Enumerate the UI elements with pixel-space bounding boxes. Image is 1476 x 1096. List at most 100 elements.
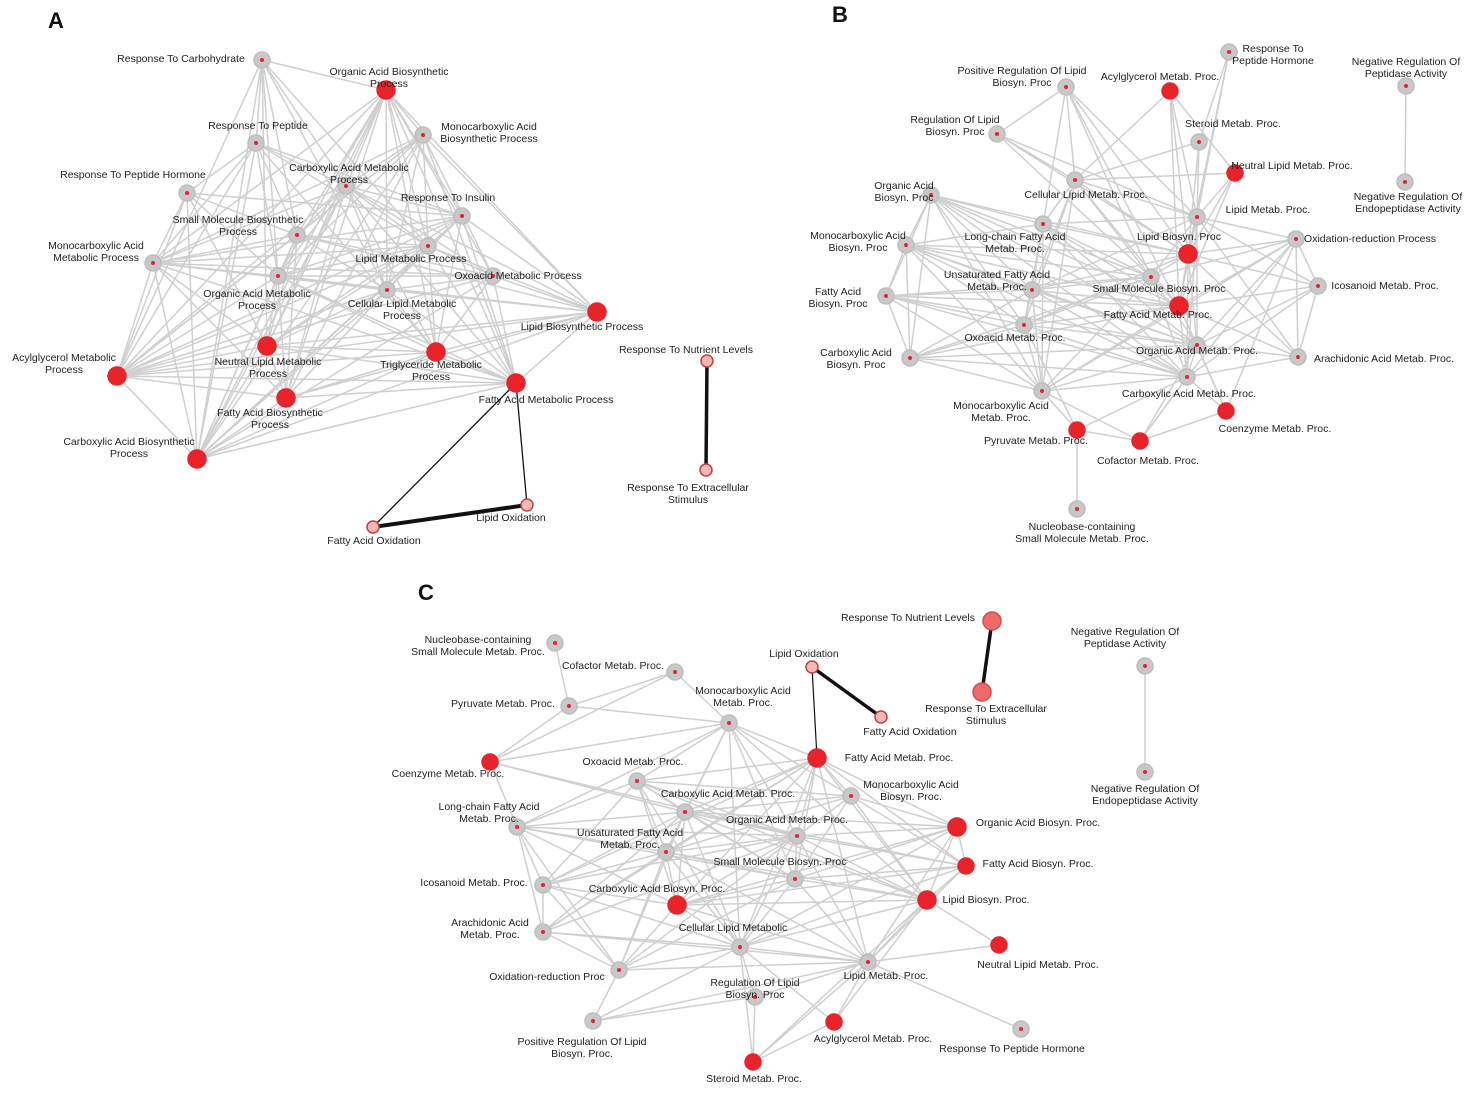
edge xyxy=(277,215,463,277)
node-center-dot xyxy=(738,945,742,949)
edge xyxy=(676,757,818,906)
edge xyxy=(618,946,741,971)
node-label-line: Carboxylic Acid Biosynthetic xyxy=(63,436,194,448)
node-label-c32: Acylglycerol Metab. Proc. xyxy=(814,1033,932,1045)
node-label-line: Monocarboxylic Acid xyxy=(695,685,791,697)
edge xyxy=(1150,276,1188,378)
edge xyxy=(427,245,598,313)
edge xyxy=(684,811,796,880)
edge xyxy=(636,780,928,901)
edge xyxy=(1169,90,1189,255)
node-center-dot xyxy=(491,274,495,278)
node-label-line: Lipid Biosynthetic Process xyxy=(521,321,644,333)
node-label-line: Negative Regulation Of xyxy=(1091,783,1200,795)
edge xyxy=(618,904,678,971)
edge xyxy=(867,899,928,963)
node-label-line: Response To Peptide Hormone xyxy=(60,169,206,181)
edge xyxy=(386,289,598,313)
node-label-line: Response To Extracellular xyxy=(627,482,749,494)
node-a23 xyxy=(520,498,534,512)
edge xyxy=(261,59,347,187)
node-label-c11: Fatty Acid Metab. Proc. xyxy=(845,752,954,764)
node-label-c18: Organic Acid Biosyn. Proc. xyxy=(976,817,1100,829)
edge xyxy=(1065,86,1152,278)
node-center-dot xyxy=(884,294,888,298)
node-label-line: Cellular Lipid Metab. Proc. xyxy=(1024,189,1147,201)
edge xyxy=(796,835,928,901)
edge xyxy=(542,835,798,886)
edge xyxy=(1196,285,1319,346)
node-label-line: Biosyn. Proc xyxy=(726,989,785,1001)
edge xyxy=(752,899,928,1063)
node-label-line: Organic Acid Metabolic xyxy=(203,288,310,300)
edge xyxy=(542,835,798,933)
edge xyxy=(1198,51,1230,143)
node-label-line: Organic Acid Biosyn. Proc. xyxy=(976,817,1100,829)
node-label-c28: Oxidation-reduction Proc xyxy=(489,971,605,983)
edge xyxy=(542,884,678,906)
edge xyxy=(277,134,424,277)
node-label-b14: Lipid Biosyn. Proc xyxy=(1137,231,1221,243)
node-center-dot xyxy=(567,704,571,708)
node-label-c30: Lipid Metab. Proc. xyxy=(844,970,929,982)
node-label-a10: Lipid Metabolic Process xyxy=(356,253,467,265)
node-a14 xyxy=(587,302,607,322)
node-label-line: Oxidation-reduction Process xyxy=(1304,233,1436,245)
edge xyxy=(386,289,437,353)
edge xyxy=(116,185,347,377)
edge xyxy=(592,961,869,1022)
edge xyxy=(296,185,347,236)
edge xyxy=(1074,172,1236,181)
edge xyxy=(386,289,517,384)
node-label-line: Lipid Oxidation xyxy=(769,648,839,660)
node-label-line: Monocarboxylic Acid xyxy=(48,240,144,252)
edge xyxy=(684,811,928,901)
node-center-dot xyxy=(1143,664,1147,668)
node-c32 xyxy=(825,1013,843,1031)
edge xyxy=(618,961,869,971)
edge xyxy=(422,134,517,384)
edge xyxy=(728,722,928,901)
node-center-dot xyxy=(151,261,155,265)
edge xyxy=(754,961,869,998)
node-center-dot xyxy=(1404,84,1408,88)
node-center-dot xyxy=(344,184,348,188)
edge xyxy=(345,185,463,217)
edge xyxy=(116,375,517,384)
edge xyxy=(728,722,741,948)
edge xyxy=(152,185,347,264)
node-label-line: Monocarboxylic Acid xyxy=(441,121,537,133)
panel-letter-a: A xyxy=(48,8,64,33)
edge xyxy=(1042,216,1198,225)
node-label-line: Biosyn. Proc xyxy=(875,192,934,204)
edge xyxy=(1178,305,1299,358)
node-label-line: Oxoacid Metab. Proc. xyxy=(965,332,1066,344)
edge xyxy=(1065,86,1076,181)
node-label-b15: Oxidation-reduction Process xyxy=(1304,233,1436,245)
node-center-dot xyxy=(929,193,933,197)
node-label-line: Process xyxy=(412,371,450,383)
node-label-line: Process xyxy=(45,364,83,376)
node-label-line: Carboxylic Acid Metabolic xyxy=(289,162,409,174)
strong-edge xyxy=(372,503,528,529)
edge xyxy=(345,134,424,187)
node-label-line: Positive Regulation Of Lipid xyxy=(518,1036,647,1048)
edge xyxy=(1042,223,1198,346)
edge xyxy=(196,397,287,460)
edge xyxy=(850,795,928,901)
node-label-line: Process xyxy=(238,300,276,312)
edge xyxy=(850,795,967,867)
node-center-dot xyxy=(1403,180,1407,184)
edge xyxy=(116,192,188,377)
edge xyxy=(277,275,287,399)
edge xyxy=(794,865,967,880)
edge xyxy=(386,275,494,291)
node-label-line: Oxoacid Metabolic Process xyxy=(454,270,581,282)
edge xyxy=(568,671,676,707)
node-label-line: Icosanoid Metab. Proc. xyxy=(1331,280,1438,292)
node-label-line: Response To Insulin xyxy=(401,192,496,204)
